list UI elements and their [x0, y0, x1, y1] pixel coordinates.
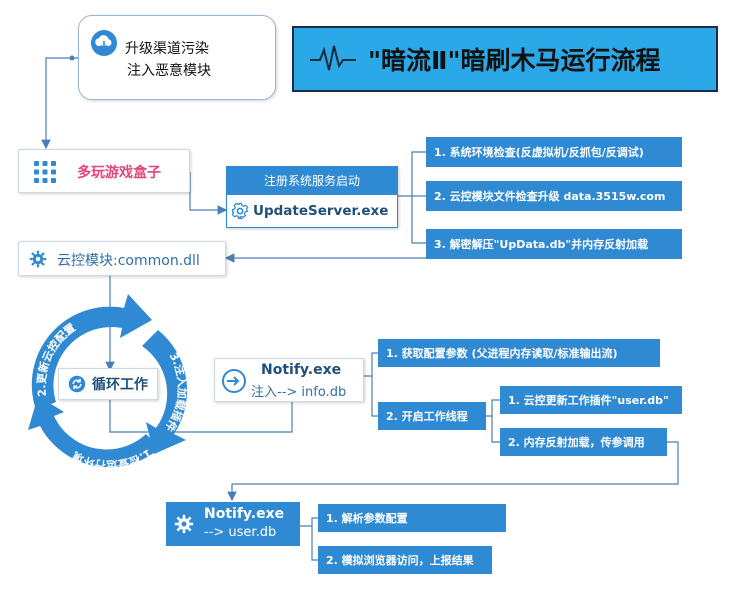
game-box-node: 多玩游戏盒子: [18, 149, 190, 193]
notify-info-title: Notify.exe: [261, 362, 342, 378]
apps-grid-icon: [33, 160, 57, 184]
notify-user-node: Notify.exe --> user.db: [166, 502, 300, 546]
page-title-box: "暗流Ⅱ"暗刷木马运行流程: [292, 26, 718, 92]
line-cycle-to-notify: [109, 383, 297, 433]
infection-node: 升级渠道污染 注入恶意模块: [78, 15, 276, 100]
line-gamebox-to-service: [189, 172, 228, 215]
cycle-segment-1: [28, 396, 160, 468]
service-step-1: 1. 系统环境检查(反虚拟机/反抓包/反调试): [426, 137, 682, 167]
line-worker-to-notify2: [227, 441, 679, 502]
notify-info-sub: 注入--> info.db: [251, 385, 347, 400]
notify-step-1: 1. 获取配置参数 (父进程内存读取/标准输出流): [378, 339, 660, 367]
refresh-icon: [68, 375, 86, 393]
cycle-segment-3: [142, 330, 188, 454]
cycle-segment-2: [31, 294, 152, 410]
service-node: 注册系统服务启动 UpdateServer.exe: [226, 166, 398, 228]
gear-icon: [29, 250, 47, 268]
service-step-3: 3. 解密解压"UpData.db"并内存反射加载: [426, 229, 682, 259]
cloud-module-label: 云控模块:common.dll: [57, 253, 200, 269]
worker-step-2: 2. 内存反射加载，传参调用: [500, 428, 667, 456]
notify-user-title: Notify.exe: [204, 506, 285, 522]
service-header: 注册系统服务启动: [227, 167, 397, 195]
gear-icon: [231, 202, 249, 220]
cycle-center-label: 循环工作: [92, 377, 148, 393]
infection-line1: 升级渠道污染: [125, 41, 209, 57]
service-step-2: 2. 云控模块文件检查升级 data.3515w.com: [426, 181, 682, 211]
game-box-label: 多玩游戏盒子: [77, 165, 161, 181]
notify2-step-2: 2. 模拟浏览器访问，上报结果: [318, 546, 492, 574]
notify-step-2: 2. 开启工作线程: [378, 402, 486, 430]
page-title: "暗流Ⅱ"暗刷木马运行流程: [368, 46, 661, 75]
infection-line2: 注入恶意模块: [127, 63, 211, 79]
cloud-download-icon: [91, 30, 117, 56]
login-arrow-icon: [222, 369, 246, 393]
notify2-step-1: 1. 解析参数配置: [318, 504, 506, 532]
service-name: UpdateServer.exe: [253, 203, 389, 219]
cloud-module-node: 云控模块:common.dll: [18, 241, 226, 276]
gear-icon: [174, 514, 194, 534]
cycle-center-node: 循环工作: [58, 368, 158, 400]
notify-info-node: Notify.exe 注入--> info.db: [214, 358, 364, 402]
heartbeat-icon: [310, 45, 356, 71]
line-infection-to-gamebox: [41, 57, 78, 150]
worker-step-1: 1. 云控更新工作插件"user.db": [500, 386, 682, 414]
notify-user-sub: --> user.db: [204, 525, 277, 540]
